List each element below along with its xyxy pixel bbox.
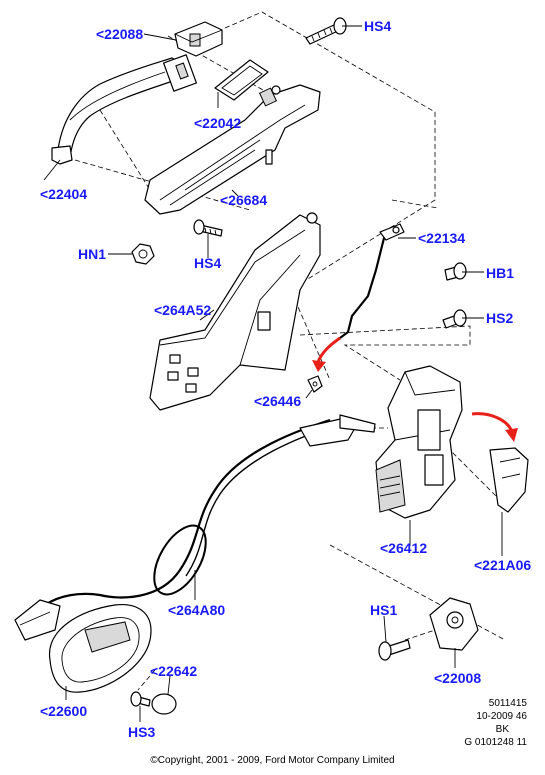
label-264a52: <264A52 xyxy=(154,302,212,318)
nut-hn1 xyxy=(131,243,155,265)
screw-hs4-top xyxy=(305,17,347,45)
label-22008: <22008 xyxy=(434,670,482,686)
red-arrows xyxy=(312,336,518,442)
handle-bracket-26684 xyxy=(144,84,321,215)
label-hs3: HS3 xyxy=(128,724,156,740)
label-22134: <22134 xyxy=(418,230,466,246)
label-22642: <22642 xyxy=(150,663,198,679)
reference-line-4: G 0101248 11 xyxy=(464,737,527,748)
label-26412: <26412 xyxy=(380,540,428,556)
label-hs1: HS1 xyxy=(370,602,398,618)
gasket-22042 xyxy=(214,59,269,101)
screw-hs4-mid xyxy=(193,219,223,237)
leader-lines xyxy=(43,25,503,722)
label-22600: <22600 xyxy=(40,703,88,719)
screw-hs3 xyxy=(130,691,151,707)
label-hb1: HB1 xyxy=(486,265,515,281)
reference-line-1: 5011415 xyxy=(488,698,527,709)
screw-hs2 xyxy=(442,309,467,329)
label-hs4-mid: HS4 xyxy=(194,255,222,271)
label-26446: <26446 xyxy=(254,393,302,409)
inner-handle-22600 xyxy=(14,599,152,693)
reference-line-3: BK xyxy=(495,724,509,735)
reference-line-2: 10-2009 46 xyxy=(476,711,527,722)
bolt-hb1 xyxy=(444,262,467,281)
label-22088: <22088 xyxy=(96,26,144,42)
copyright-notice: ©Copyright, 2001 - 2009, Ford Motor Comp… xyxy=(150,755,395,766)
label-hs4-top: HS4 xyxy=(364,18,392,34)
control-rod-22134 xyxy=(339,223,405,339)
label-22404: <22404 xyxy=(40,186,88,202)
label-26684: <26684 xyxy=(220,192,268,208)
cap-22642 xyxy=(151,693,177,715)
label-22042: <22042 xyxy=(194,115,242,131)
label-221a06: <221A06 xyxy=(474,557,532,573)
handle-cap-22088 xyxy=(174,21,223,57)
reinforcement-264a52 xyxy=(149,212,321,411)
label-hn1: HN1 xyxy=(78,246,107,262)
label-hs2: HS2 xyxy=(486,310,514,326)
screw-hs1 xyxy=(378,639,411,661)
release-cable-264a80 xyxy=(44,414,376,606)
bracket-22008 xyxy=(429,597,479,651)
striker-221a06 xyxy=(489,447,529,513)
label-264a80: <264A80 xyxy=(168,602,226,618)
clip-26446 xyxy=(307,375,323,393)
door-handle-22404 xyxy=(51,54,198,165)
door-latch-26412 xyxy=(375,365,463,519)
